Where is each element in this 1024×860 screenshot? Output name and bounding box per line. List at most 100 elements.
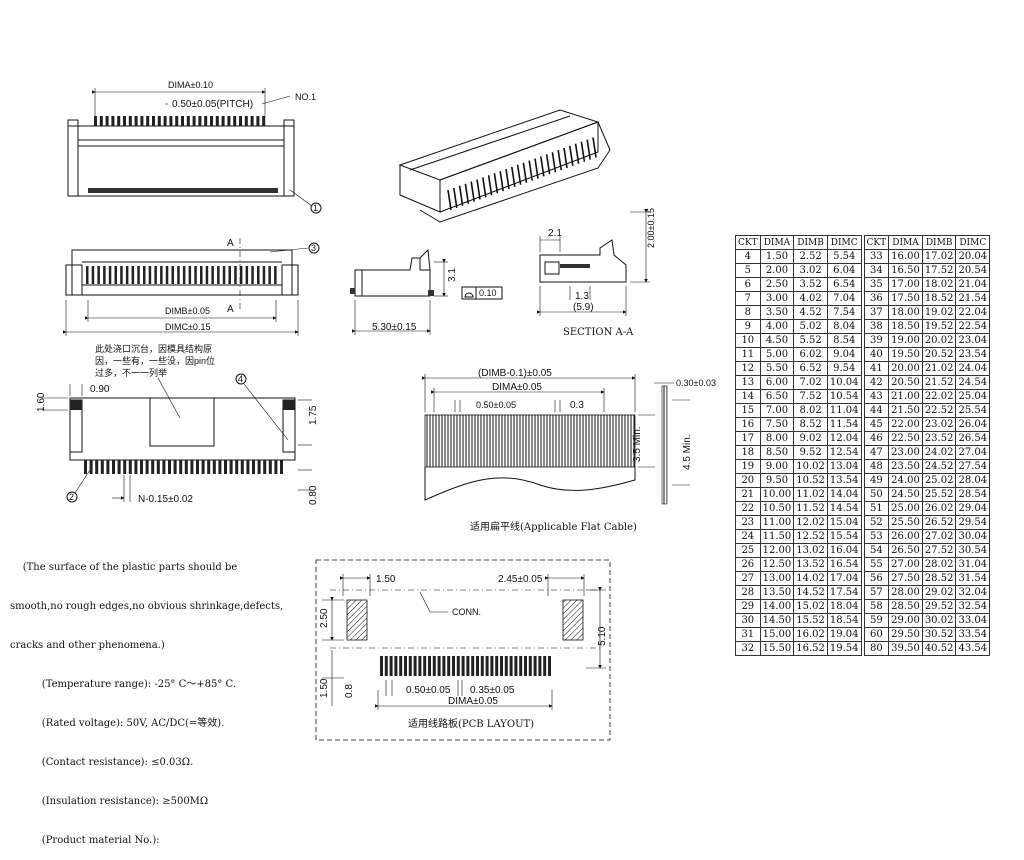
table-cell: 13.02 xyxy=(793,543,828,558)
table-cell: 27.04 xyxy=(955,445,991,460)
table-cell: 12 xyxy=(735,361,761,376)
table-cell: 2.00 xyxy=(759,263,795,278)
contact-pin xyxy=(499,170,504,192)
spec-notes: (The surface of the plastic parts should… xyxy=(10,535,283,860)
callout-4 xyxy=(235,373,247,385)
column-gap xyxy=(860,235,865,250)
column-gap xyxy=(860,375,865,390)
contact-pin xyxy=(252,460,255,474)
pcb-dima-label: DIMA±0.05 xyxy=(448,696,498,707)
table-cell: 33.54 xyxy=(955,627,991,642)
table-cell: 14 xyxy=(735,389,761,404)
table-cell: 10.02 xyxy=(793,459,828,474)
table-cell: 56 xyxy=(863,571,890,586)
contact-pin xyxy=(205,266,209,284)
callout-2-text: 2 xyxy=(69,492,74,502)
table-cell: 19.04 xyxy=(826,627,862,642)
pcb-pad xyxy=(533,656,537,676)
table-cell: 5 xyxy=(735,263,761,278)
table-cell: 20.04 xyxy=(955,249,991,264)
bottom-080-label: 0.80 xyxy=(308,485,319,505)
table-cell: 21.54 xyxy=(955,291,991,306)
contact-pin xyxy=(262,116,266,126)
table-cell: 25.02 xyxy=(921,473,957,488)
table-header-row: CKT DIMA DIMB DIMC CKT DIMA DIMB DIMC xyxy=(735,235,991,250)
contact-pin xyxy=(487,175,493,196)
table-cell: 29.02 xyxy=(921,585,957,600)
front-dimc-label: DIMC±0.15 xyxy=(165,322,210,332)
table-cell: 45 xyxy=(863,417,890,432)
contact-pin xyxy=(165,266,169,284)
contact-pin xyxy=(551,152,557,173)
table-cell: 8.04 xyxy=(826,319,862,334)
header-dimc: DIMC xyxy=(826,235,862,250)
contact-pin xyxy=(268,266,271,284)
table-cell: 26.52 xyxy=(921,515,957,530)
contact-pin xyxy=(163,116,167,126)
pcb-pad xyxy=(394,656,398,676)
table-cell: 21 xyxy=(735,487,761,502)
table-cell: 14.50 xyxy=(759,613,795,628)
table-cell: 28 xyxy=(735,585,761,600)
pcb-pad xyxy=(495,656,499,676)
pcb-pitch-label: 0.50±0.05 xyxy=(406,685,451,696)
pcb-pad xyxy=(509,656,513,676)
table-cell: 6.54 xyxy=(826,277,862,292)
section-a-top: A xyxy=(227,238,234,249)
front-pins xyxy=(86,266,277,284)
table-cell: 59 xyxy=(863,613,890,628)
pcb-245-label: 2.45±0.05 xyxy=(498,574,543,585)
contact-pin xyxy=(221,116,225,126)
pcb-pad xyxy=(548,656,551,676)
contact-pin xyxy=(198,116,202,126)
table-cell: 18 xyxy=(735,445,761,460)
pcb-pad xyxy=(442,656,446,676)
bottom-175-label: 1.75 xyxy=(308,405,319,425)
contact-pin xyxy=(458,185,464,206)
contact-pin xyxy=(125,266,129,284)
table-cell: 9.54 xyxy=(826,361,862,376)
table-cell: 21.50 xyxy=(888,403,923,418)
table-cell: 27.02 xyxy=(921,529,957,544)
table-cell: 13.04 xyxy=(826,459,862,474)
table-cell: 8 xyxy=(735,305,761,320)
bottom-160-label: 1.60 xyxy=(36,392,47,412)
table-cell: 25.52 xyxy=(921,487,957,502)
contact-pin xyxy=(128,460,132,474)
table-cell: 12.54 xyxy=(826,445,862,460)
flatness-label: 0.10 xyxy=(479,288,497,298)
table-cell: 27.52 xyxy=(921,543,957,558)
pcb-view: 1.50 2.45±0.05 2.50 CONN. 5.10 1.50 0.8 … xyxy=(315,559,611,741)
table-cell: 16 xyxy=(735,417,761,432)
table-cell: 16.04 xyxy=(826,543,862,558)
table-cell: 13.50 xyxy=(759,585,795,600)
table-cell: 51 xyxy=(863,501,890,516)
table-cell: 9.02 xyxy=(793,431,828,446)
contact-pin xyxy=(148,266,152,284)
callout-1-text: 1 xyxy=(313,203,318,213)
iso-view xyxy=(398,109,611,223)
table-cell: 40.52 xyxy=(921,641,957,656)
pcb-pad xyxy=(528,656,532,676)
contact-pin xyxy=(117,460,121,474)
table-cell: 3.50 xyxy=(759,305,795,320)
pcb-pad xyxy=(437,656,441,676)
contact-pin xyxy=(179,460,183,474)
table-cell: 24.04 xyxy=(955,361,991,376)
column-gap xyxy=(860,277,865,292)
table-cell: 35 xyxy=(863,277,890,292)
table-cell: 42 xyxy=(863,375,890,390)
sec-200-label: 2.00±0.15 xyxy=(646,208,656,248)
table-cell: 23.50 xyxy=(888,459,923,474)
table-cell: 25.04 xyxy=(955,389,991,404)
iso-pins xyxy=(447,137,597,211)
pcb-pad xyxy=(389,656,393,676)
pcb-conn-label: CONN. xyxy=(452,607,481,617)
fpc-03-label: 0.3 xyxy=(570,400,584,411)
contact-pin xyxy=(244,116,248,126)
contact-pin xyxy=(171,266,174,284)
